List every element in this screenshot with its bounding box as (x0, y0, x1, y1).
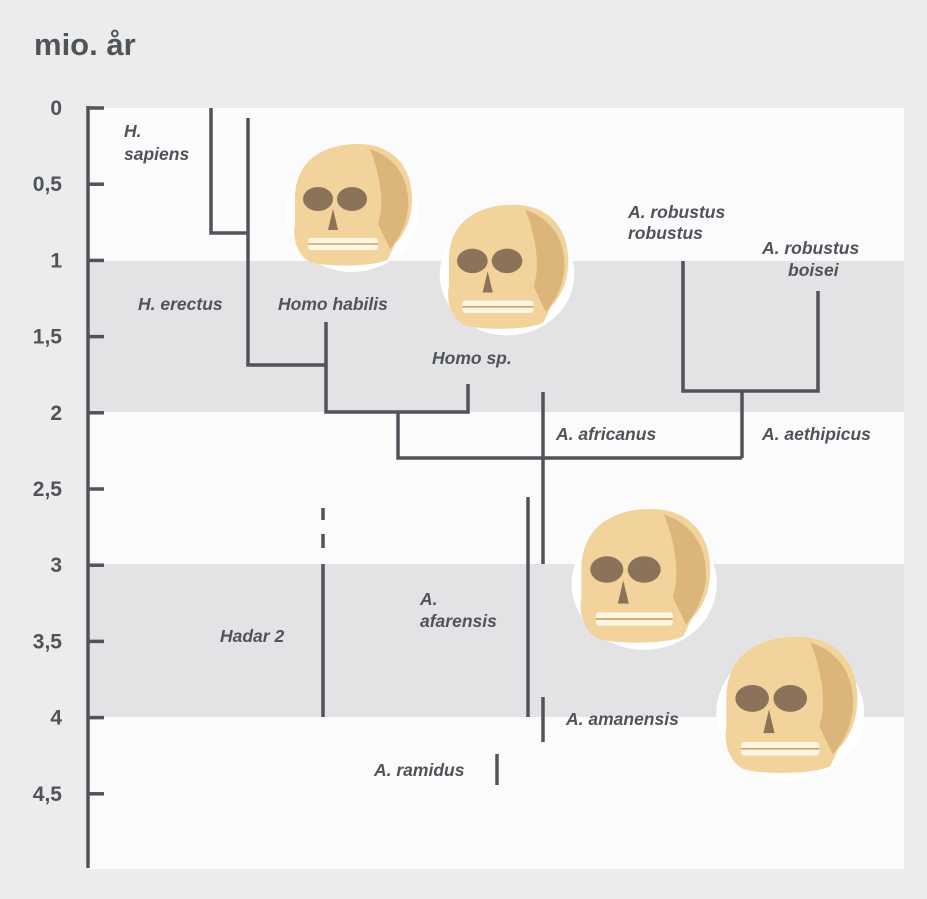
label-robustus-robustus-1: A. robustus (627, 202, 725, 222)
axis-tick-label: 3 (50, 554, 62, 577)
label-robustus-boisei-2: boisei (788, 260, 840, 280)
label-h-sapiens-2: sapiens (124, 144, 189, 164)
label-afarensis-1: A. (419, 589, 438, 609)
label-h-sapiens-1: H. (124, 121, 142, 141)
axis-tick-label: 4 (50, 707, 62, 730)
label-afarensis-2: afarensis (420, 611, 497, 631)
axis-tick-label: 1 (50, 249, 62, 272)
axis-tick-label: 4,5 (33, 783, 63, 806)
axis-tick-label: 2,5 (33, 478, 63, 501)
label-amanensis: A. amanensis (565, 709, 679, 729)
axis-tick-label: 1,5 (33, 326, 63, 349)
label-robustus-boisei-1: A. robustus (761, 238, 859, 258)
label-ramidus: A. ramidus (373, 760, 465, 780)
label-robustus-robustus-2: robustus (628, 223, 703, 243)
unit-label: mio. år (34, 27, 136, 62)
label-homo-sp: Homo sp. (432, 348, 512, 368)
axis-tick-label: 0,5 (33, 173, 63, 196)
label-hadar: Hadar 2 (220, 626, 284, 646)
label-aethipicus: A. aethipicus (761, 424, 871, 444)
axis-tick-label: 0 (50, 97, 62, 120)
label-homo-habilis: Homo habilis (278, 294, 388, 314)
label-africanus: A. africanus (555, 424, 656, 444)
label-h-erectus: H. erectus (138, 294, 223, 314)
axis-tick-label: 3,5 (33, 630, 63, 653)
axis-tick-label: 2 (50, 402, 62, 425)
